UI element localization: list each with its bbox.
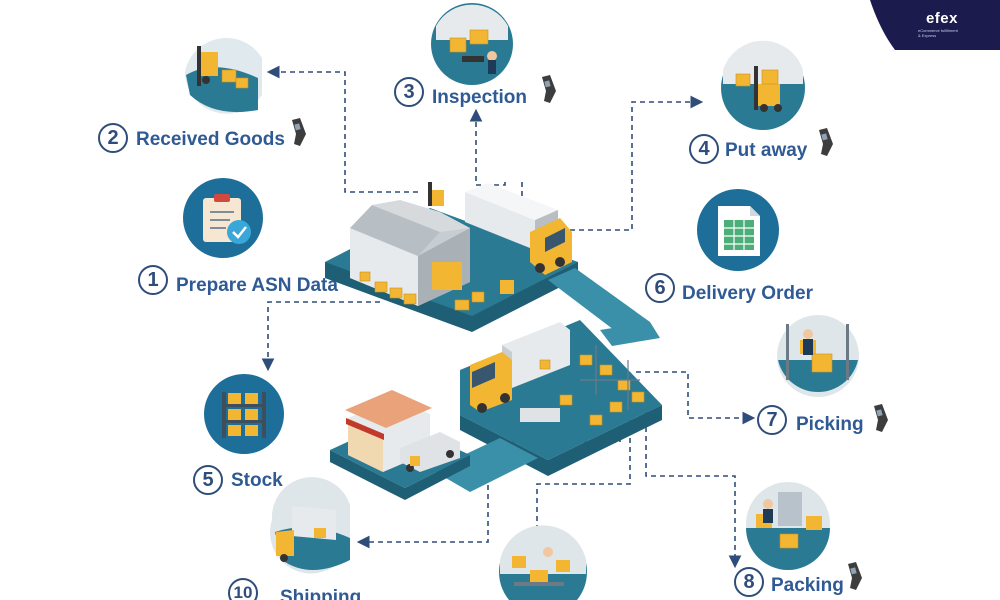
spreadsheet-document-icon [697,189,779,271]
step-1-number: 1 [138,265,168,295]
brand-logo: efex [925,10,958,27]
step-2-number: 2 [98,123,128,153]
step-4-number: 4 [689,134,719,164]
barcode-scanner-icon [874,404,888,432]
forklift-icon [185,38,262,114]
connector-received-goods [266,65,418,193]
step-8-number: 8 [734,567,764,597]
step-1-label: Prepare ASN Data [176,275,338,296]
step-6-number: 6 [645,273,675,303]
truck-loading-icon [270,477,350,574]
step-2-label: Received Goods [136,129,285,150]
inspection-icon [431,3,513,85]
connector-stock [261,301,380,372]
step-5-label: Stock [231,470,283,491]
step-3-number: 3 [394,77,424,107]
connector-sorting [536,420,631,528]
barcode-scanner-icon [542,75,556,103]
step-8-label: Packing [771,575,844,596]
barcode-scanner-icon [848,562,862,590]
step-3-label: Inspection [432,87,528,108]
forklift-shelf-icon [721,40,805,130]
step-5-number: 5 [193,465,223,495]
step-6-label: Delivery Order [682,283,813,304]
barcode-scanner-icon [819,128,833,156]
clipboard-check-icon [183,178,263,258]
connector-inspection [469,108,506,186]
shelves-boxes-icon [204,374,284,454]
brand-banner [870,0,1000,50]
step-10-label: Shipping [280,587,362,600]
step-4-label: Put away [725,140,808,161]
packing-icon [746,482,830,570]
barcode-scanner-icon [292,118,306,146]
brand-tagline: eCommerce fulfillment & Express [918,28,958,38]
picking-icon [777,315,859,397]
warehouse-complex [325,182,662,500]
connector-packing [645,400,742,569]
step-7-label: Picking [796,414,864,435]
step-7-number: 7 [757,405,787,435]
connector-picking [636,371,756,425]
connector-put-away [570,95,704,231]
step-10-number: 10 [228,578,258,600]
sorting-icon [499,525,587,600]
